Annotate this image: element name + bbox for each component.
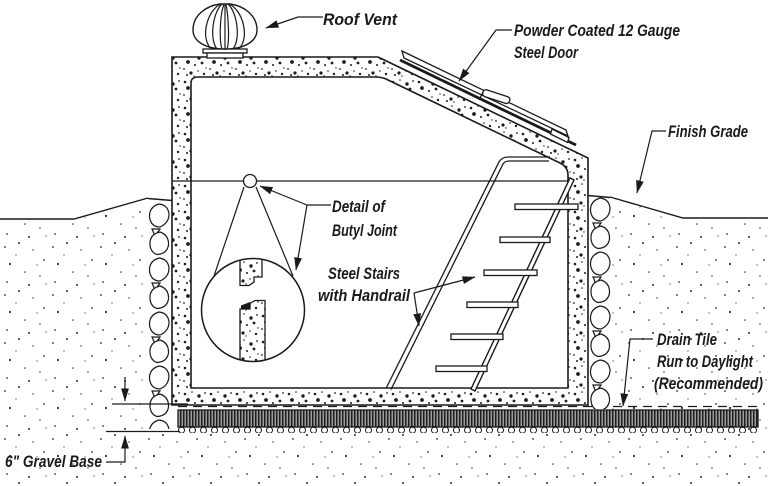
steel-door-label-line-1: Powder Coated 12 Gauge: [514, 21, 680, 40]
roof-vent-leader: [265, 16, 323, 29]
finish-grade-leader: [636, 130, 666, 194]
butyl-sealant-wedge: [241, 302, 250, 309]
vent-base-body: [206, 52, 244, 59]
drain-tile-label-line-2: Run to Daylight: [657, 352, 754, 371]
stone-cap-line-left: [147, 197, 173, 202]
butyl-joint-detail: [200, 173, 306, 363]
ground-bottom: [148, 433, 612, 486]
stair-tread: [435, 365, 488, 373]
door-end-lip: [549, 128, 570, 144]
gravel-stones-right: [589, 197, 611, 409]
drain-tile-gravel-scallops: [178, 426, 758, 433]
roof-vent-label: Roof Vent: [323, 10, 398, 29]
butyl-joint-label-line-1: Detail of: [332, 197, 387, 216]
stone-cap-line-right: [587, 194, 611, 199]
butyl-joint-leader-upper: [259, 185, 308, 206]
gravel-stones-left: [148, 203, 170, 429]
finish-grade-line-right: [609, 196, 768, 219]
butyl-joint-leader-lower: [294, 204, 308, 271]
stair-tread: [466, 301, 519, 309]
roof-vent-illustration: [192, 3, 258, 59]
butyl-joint-label-line-2: Butyl Joint: [332, 221, 398, 240]
handrail-outer-line: [385, 156, 550, 389]
finish-grade-label: Finish Grade: [668, 122, 748, 141]
stair-tread: [514, 203, 579, 211]
steel-door-assembly: [399, 49, 577, 147]
shelter-concrete-shell: [171, 56, 589, 406]
stairs-leader-upper: [413, 276, 476, 294]
stair-tread: [499, 236, 551, 244]
vent-turbine-ribs: [205, 3, 245, 50]
ground-left: [0, 199, 148, 486]
detail-cone-line-right: [255, 186, 294, 277]
steel-stairs: [385, 156, 579, 392]
lower-panel-section: [239, 299, 266, 361]
gravel-base-label: 6" Gravel Base: [5, 452, 102, 471]
handrail-inner-line: [390, 160, 549, 390]
drain-tile-band: [177, 405, 759, 433]
stair-tread: [450, 333, 504, 341]
finish-grade-line-left: [0, 197, 149, 220]
upper-panel-section: [239, 259, 263, 287]
drain-tile-corrugation: [177, 409, 759, 428]
door-seal-line: [399, 58, 577, 147]
drain-tile-leader: [620, 338, 653, 407]
steel-door-label-line-2: Steel Door: [514, 43, 579, 62]
detail-cone-line-left: [213, 186, 245, 277]
gravel-base-leader: [106, 435, 129, 463]
stairs-label-line-2: with Handrail: [318, 286, 411, 305]
stairs-leader-lower: [413, 292, 421, 327]
drain-tile-label-line-1: Drain Tile: [657, 330, 717, 349]
stair-tread: [483, 269, 538, 277]
stairs-label-line-1: Steel Stairs: [328, 264, 400, 283]
steel-door-leader: [458, 29, 512, 82]
gravel-base-dimension: [106, 377, 188, 463]
drain-tile-label-line-3: (Recommended): [654, 374, 763, 393]
door-handle-leg: [478, 91, 484, 101]
joint-callout-circle: [242, 173, 258, 189]
